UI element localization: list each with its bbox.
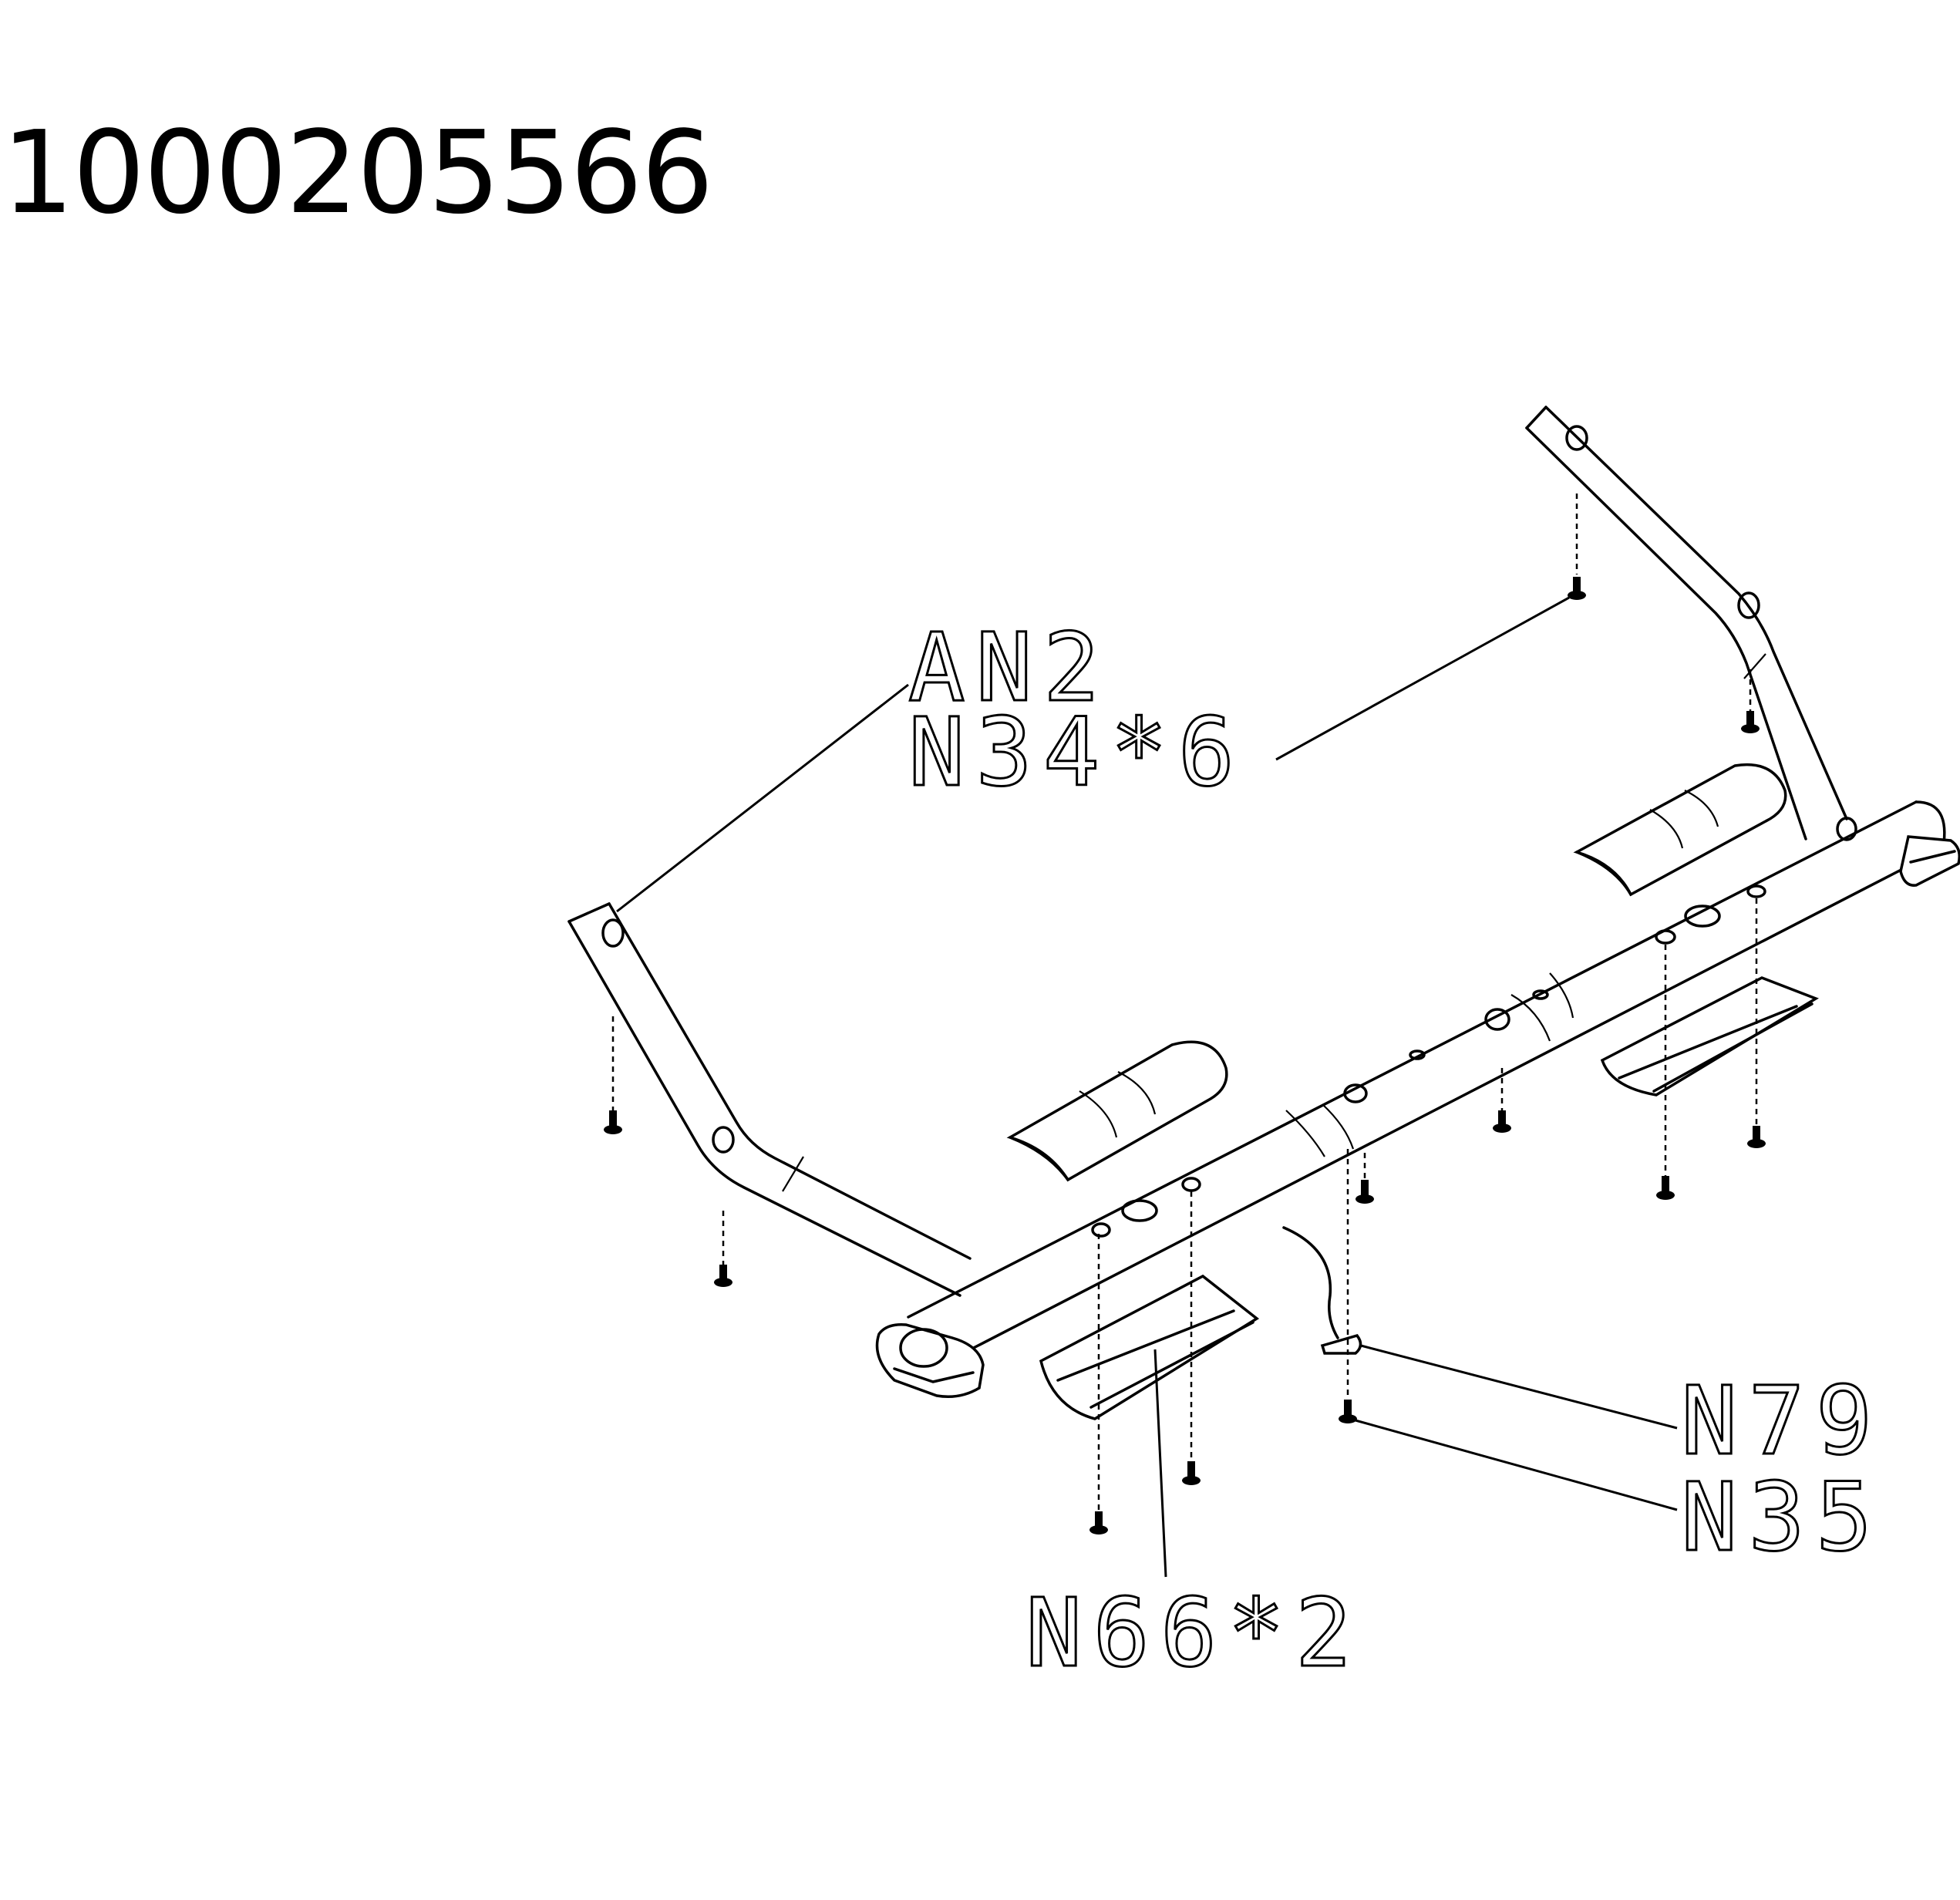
right-end-cap <box>1899 835 1960 887</box>
right-frame-leg <box>1525 406 1857 841</box>
callout-n79: N79 <box>1681 1366 1883 1476</box>
clip-n79 <box>1282 1226 1362 1355</box>
upper-cover-left <box>1006 1040 1228 1182</box>
callout-an2: AN2 <box>908 613 1110 723</box>
left-frame-leg <box>567 902 972 1297</box>
callout-n35: N35 <box>1681 1463 1883 1572</box>
main-cross-tube <box>907 800 1946 1366</box>
screws <box>604 494 1766 1534</box>
part-number: 1000205566 <box>2 106 714 239</box>
callout-n66x2: N66*2 <box>1025 1578 1362 1688</box>
lower-cover-right <box>1600 976 1819 1097</box>
upper-cover-right <box>1573 763 1787 897</box>
left-end-cap <box>875 1323 985 1398</box>
lower-cover-left <box>1039 1274 1260 1420</box>
leader-lines <box>616 596 1678 1578</box>
callout-n34x6: N34*6 <box>908 698 1245 807</box>
